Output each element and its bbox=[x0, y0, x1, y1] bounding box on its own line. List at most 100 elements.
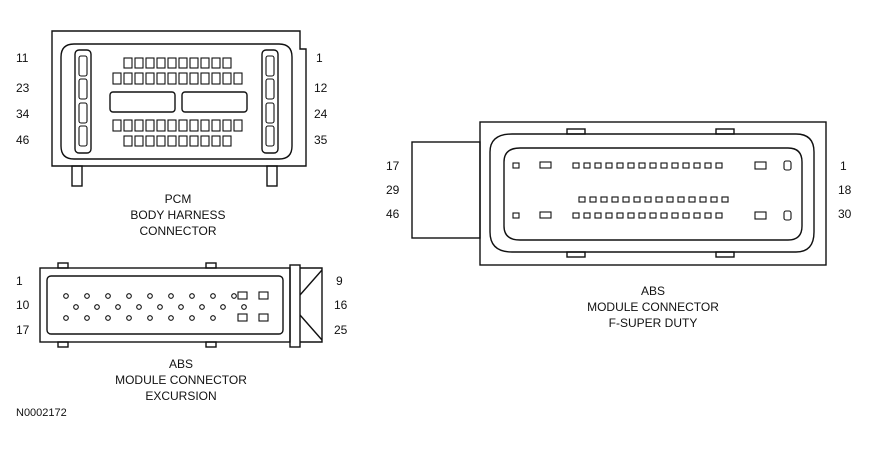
excursion-pin bbox=[189, 315, 195, 321]
excursion-pin bbox=[199, 304, 205, 310]
fsuper-pin-grid bbox=[512, 160, 792, 221]
fsuper-pin bbox=[660, 162, 668, 169]
pcm-pin bbox=[123, 57, 133, 69]
excursion-pin-label-25: 25 bbox=[334, 323, 348, 337]
pcm-caption-line-3: CONNECTOR bbox=[139, 224, 216, 238]
fsuper-pin bbox=[754, 211, 767, 220]
fsuper-pin bbox=[594, 162, 602, 169]
pcm-pin bbox=[156, 135, 166, 147]
pcm-side-pin bbox=[78, 125, 88, 147]
pcm-pin bbox=[123, 72, 133, 85]
excursion-pin bbox=[168, 293, 174, 299]
excursion-key-top-left bbox=[57, 262, 69, 269]
pcm-latch-left bbox=[109, 91, 176, 113]
pcm-pin bbox=[178, 72, 188, 85]
fsuper-pin bbox=[611, 196, 619, 203]
fsuper-pin bbox=[666, 196, 674, 203]
fsuper-pin-label-1: 1 bbox=[840, 159, 847, 173]
excursion-pin bbox=[73, 304, 79, 310]
excursion-square-pin bbox=[237, 313, 248, 322]
excursion-pin-label-1: 1 bbox=[16, 274, 23, 288]
fsuper-key-bottom-right bbox=[715, 251, 735, 258]
pcm-pin bbox=[178, 119, 188, 132]
pcm-pin bbox=[200, 119, 210, 132]
fsuper-pin bbox=[627, 212, 635, 219]
excursion-pin bbox=[231, 293, 237, 299]
excursion-pin bbox=[63, 293, 69, 299]
pcm-pin bbox=[200, 57, 210, 69]
excursion-pin bbox=[147, 293, 153, 299]
excursion-pin bbox=[157, 304, 163, 310]
fsuper-key-top-right bbox=[715, 128, 735, 135]
pcm-pin bbox=[211, 135, 221, 147]
excursion-pin bbox=[126, 315, 132, 321]
excursion-square-pin bbox=[258, 313, 269, 322]
pcm-foot-left bbox=[71, 165, 83, 187]
pcm-pin-label-23: 23 bbox=[16, 81, 30, 95]
fsuper-pin bbox=[649, 162, 657, 169]
pcm-pin bbox=[211, 119, 221, 132]
fsuper-pin bbox=[539, 161, 552, 169]
excursion-pin-grid bbox=[63, 291, 269, 322]
fsuper-pin bbox=[572, 162, 580, 169]
pcm-pin bbox=[200, 135, 210, 147]
pcm-pin bbox=[167, 135, 177, 147]
pcm-pin bbox=[222, 57, 232, 69]
fsuper-pin bbox=[627, 162, 635, 169]
pcm-pin bbox=[211, 72, 221, 85]
fsuper-pin bbox=[633, 196, 641, 203]
pcm-pin bbox=[156, 119, 166, 132]
pcm-pin bbox=[112, 119, 122, 132]
excursion-pin-label-16: 16 bbox=[334, 298, 348, 312]
fsuper-pin bbox=[671, 212, 679, 219]
fsuper-pin bbox=[704, 212, 712, 219]
excursion-pin bbox=[147, 315, 153, 321]
excursion-pin bbox=[210, 315, 216, 321]
fsuper-pin bbox=[671, 162, 679, 169]
fsuper-side-tab bbox=[411, 141, 481, 239]
fsuper-pin bbox=[616, 212, 624, 219]
pcm-pin bbox=[134, 57, 144, 69]
excursion-caption-line-1: ABS bbox=[169, 357, 193, 371]
fsuper-pin bbox=[578, 196, 586, 203]
pcm-side-pin bbox=[78, 102, 88, 124]
excursion-pin-label-10: 10 bbox=[16, 298, 30, 312]
excursion-pin bbox=[136, 304, 142, 310]
fsuper-pin bbox=[512, 162, 520, 169]
excursion-pin bbox=[126, 293, 132, 299]
fsuper-pin bbox=[677, 196, 685, 203]
figure-id: N0002172 bbox=[16, 407, 67, 419]
fsuper-pin-label-30: 30 bbox=[838, 207, 852, 221]
excursion-pin bbox=[168, 315, 174, 321]
fsuper-caption-line-2: MODULE CONNECTOR bbox=[587, 300, 719, 314]
excursion-caption-line-2: MODULE CONNECTOR bbox=[115, 373, 247, 387]
excursion-pin bbox=[189, 293, 195, 299]
fsuper-pin bbox=[616, 162, 624, 169]
excursion-pin bbox=[94, 304, 100, 310]
excursion-pin bbox=[105, 315, 111, 321]
pcm-pin bbox=[145, 57, 155, 69]
pcm-pin bbox=[189, 72, 199, 85]
fsuper-pin bbox=[754, 161, 767, 170]
pcm-pin bbox=[145, 119, 155, 132]
excursion-key-bottom-right bbox=[205, 341, 217, 348]
abs-excursion-connector: 1 10 17 9 16 25 ABS MODULE CONNECTOR EXC… bbox=[16, 262, 348, 403]
pcm-foot-right bbox=[266, 165, 278, 187]
fsuper-pin bbox=[539, 211, 552, 219]
pcm-pin bbox=[178, 135, 188, 147]
excursion-pin bbox=[105, 293, 111, 299]
fsuper-pin bbox=[589, 196, 597, 203]
fsuper-pin bbox=[638, 212, 646, 219]
pcm-pin bbox=[134, 119, 144, 132]
excursion-flange-bracket bbox=[300, 267, 323, 343]
fsuper-pin-field bbox=[503, 147, 803, 241]
excursion-caption-line-3: EXCURSION bbox=[145, 389, 216, 403]
pcm-housing-inner bbox=[60, 43, 293, 160]
excursion-pin bbox=[84, 293, 90, 299]
pcm-side-pin bbox=[265, 55, 275, 77]
pcm-side-pin bbox=[265, 78, 275, 100]
pcm-pin bbox=[222, 72, 232, 85]
fsuper-housing-inner bbox=[489, 133, 815, 253]
pcm-side-pin bbox=[265, 125, 275, 147]
